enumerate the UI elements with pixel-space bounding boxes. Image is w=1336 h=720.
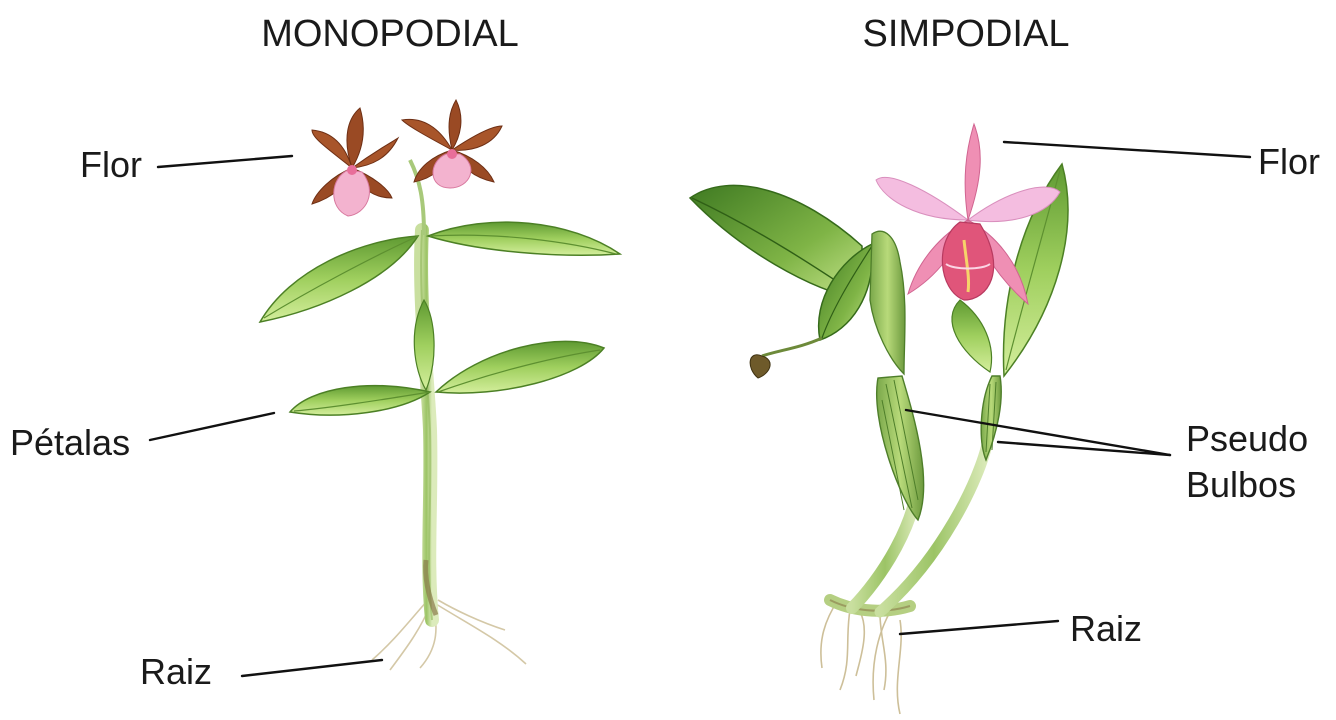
leader-line-monopodial-petalas [150,413,274,440]
label-simpodial-raiz: Raiz [1070,608,1142,649]
label-simpodial-bulbos: Bulbos [1186,464,1296,505]
label-monopodial-raiz: Raiz [140,651,212,692]
heading-simpodial: SIMPODIAL [863,13,1070,55]
label-monopodial-petalas: Pétalas [10,422,130,463]
monopodial-flower-right [402,100,502,188]
leader-line-simpodial-pseudobulbo-left [906,410,1170,455]
leader-line-simpodial-flor [1004,142,1250,157]
leader-line-simpodial-pseudobulbo-right [998,442,1170,455]
monopodial-plant-illustration [260,100,620,670]
heading-monopodial: MONOPODIAL [261,13,519,55]
label-monopodial-flor: Flor [80,144,142,185]
leader-line-monopodial-flor [158,156,292,167]
monopodial-flower-left [312,108,398,216]
monopodial-roots [372,600,526,670]
leader-line-simpodial-raiz [900,621,1058,634]
label-simpodial-flor: Flor [1258,141,1320,182]
label-simpodial-pseudo: Pseudo [1186,418,1308,459]
leader-line-monopodial-raiz [242,660,382,676]
simpodial-roots [821,600,901,714]
